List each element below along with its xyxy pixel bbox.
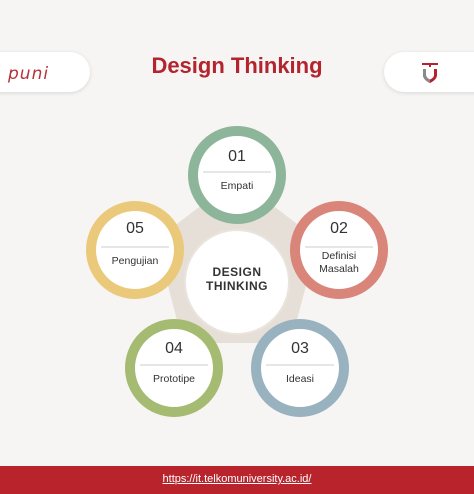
page-title: Design Thinking — [151, 53, 323, 78]
puni-logo: puni — [8, 64, 50, 84]
center-label: DESIGN THINKING — [187, 265, 287, 293]
node-ring-pengujian — [86, 201, 184, 299]
center-label-line1: DESIGN — [212, 265, 262, 279]
footer-bar — [0, 466, 474, 494]
node-ring-circle-pengujian — [86, 201, 184, 299]
left-logo-pill: puni — [0, 52, 90, 92]
center-circle — [184, 229, 290, 335]
node-label-ideasi: Ideasi — [285, 373, 315, 385]
node-number-01: 01 — [228, 148, 246, 165]
node-number-03: 03 — [291, 340, 309, 357]
node-ring-definisi-masalah — [290, 201, 388, 299]
center-label-line2: THINKING — [206, 279, 268, 293]
node-ring-empati — [188, 126, 286, 224]
node-number-05: 05 — [126, 220, 144, 237]
node-label-prototipe: Prototipe — [152, 373, 196, 385]
right-logo-pill — [384, 52, 474, 92]
node-number-04: 04 — [165, 340, 183, 357]
node-label-empati: Empati — [220, 180, 254, 192]
node-label-definisi: Definisi — [321, 250, 357, 262]
node-label-pengujian: Pengujian — [111, 255, 159, 267]
node-ring-prototipe — [125, 319, 223, 417]
node-ring-circle-empati — [188, 126, 286, 224]
node-ring-circle-definisi-masalah — [290, 201, 388, 299]
footer-url-link[interactable]: https://it.telkomuniversity.ac.id/ — [162, 473, 312, 485]
node-label-masalah: Masalah — [319, 263, 359, 275]
telkom-university-shield-icon — [422, 63, 438, 83]
node-ring-circle-ideasi — [251, 319, 349, 417]
node-number-02: 02 — [330, 220, 348, 237]
node-ring-circle-prototipe — [125, 319, 223, 417]
node-ring-ideasi — [251, 319, 349, 417]
